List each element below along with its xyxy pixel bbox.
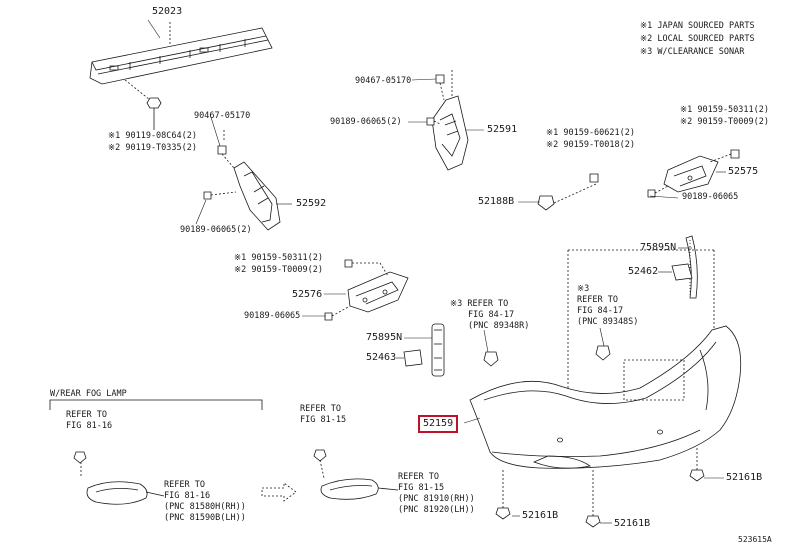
leader-lines (148, 20, 726, 523)
part-label-52161b-3[interactable]: 52161B (726, 472, 763, 483)
rear-fog-ref-2d[interactable]: (PNC 81590B(LH)) (164, 513, 246, 523)
rear-fog-lamp-group-drawing (50, 400, 262, 504)
reflector-ref-2a[interactable]: REFER TO (398, 472, 439, 482)
rear-bumper-reinforcement-drawing (90, 22, 272, 84)
rear-fog-ref-2b[interactable]: FIG 81-16 (164, 491, 211, 501)
bracket-52591-drawing (427, 70, 468, 170)
part-label-90159-c1[interactable]: ※1 90159-50311(2) (234, 253, 324, 263)
diagram-id: 523615A (738, 535, 772, 544)
sonar-right-ref-0: ※3 (577, 284, 590, 294)
reflector-ref-2d[interactable]: (PNC 81920(LH)) (398, 505, 475, 515)
legend-note-3: ※3 W/CLEARANCE SONAR (640, 47, 745, 57)
part-label-90189-r[interactable]: 90189-06065 (682, 192, 739, 202)
part-label-90159-a2[interactable]: ※2 90159-T0018(2) (546, 140, 636, 150)
reflector-ref-2c[interactable]: (PNC 81910(RH)) (398, 494, 475, 504)
part-label-90159-c2[interactable]: ※2 90159-T0009(2) (234, 265, 324, 275)
bracket-52575-drawing (648, 150, 739, 197)
bracket-52576-drawing (325, 260, 408, 320)
part-label-90189-mid[interactable]: 90189-06065(2) (180, 225, 252, 235)
sonar-left-ref-1[interactable]: ※3 REFER TO (450, 299, 509, 309)
part-label-90119-1[interactable]: ※1 90119-08C64(2) (108, 131, 198, 141)
sonar-right-ref-3[interactable]: (PNC 89348S) (577, 317, 639, 327)
sonar-left-ref-2[interactable]: FIG 84-17 (468, 310, 515, 320)
retainer-52188b-drawing (538, 174, 598, 210)
part-label-52462[interactable]: 52462 (628, 266, 659, 277)
rear-fog-ref-2c[interactable]: (PNC 81580H(RH)) (164, 502, 246, 512)
rear-bumper-cover-drawing (470, 250, 741, 468)
part-label-52161b-1[interactable]: 52161B (522, 510, 559, 521)
reflector-ref-1a[interactable]: REFER TO (300, 404, 341, 414)
pad-52463-drawing (404, 350, 422, 366)
bolt-90119-drawing (125, 80, 161, 130)
part-label-90159-r1[interactable]: ※1 90159-50311(2) (680, 105, 770, 115)
part-label-90189-top[interactable]: 90189-06065(2) (330, 117, 402, 127)
legend-note-2: ※2 LOCAL SOURCED PARTS (640, 34, 755, 44)
reflector-ref-1b[interactable]: FIG 81-15 (300, 415, 347, 425)
part-label-75895n-right[interactable]: 75895N (640, 242, 677, 253)
rear-fog-ref-1a[interactable]: REFER TO (66, 410, 107, 420)
clip-52161b-drawing (496, 446, 704, 527)
reflector-ref-2b[interactable]: FIG 81-15 (398, 483, 445, 493)
sonar-retainer-drawing (484, 346, 610, 366)
part-label-90189-c[interactable]: 90189-06065 (244, 311, 301, 321)
garnish-75895n-right-drawing (686, 236, 697, 298)
rear-fog-ref-1b[interactable]: FIG 81-16 (66, 421, 113, 431)
part-label-52161b-2[interactable]: 52161B (614, 518, 651, 529)
garnish-75895n-left-drawing (432, 324, 444, 376)
pad-52462-drawing (672, 264, 692, 280)
part-label-52188b[interactable]: 52188B (478, 196, 515, 207)
part-label-52159-highlighted[interactable]: 52159 (418, 415, 459, 433)
transition-arrow-drawing (262, 483, 296, 501)
part-label-90119-2[interactable]: ※2 90119-T0335(2) (108, 143, 198, 153)
part-label-52592[interactable]: 52592 (296, 198, 327, 209)
part-label-90159-r2[interactable]: ※2 90159-T0009(2) (680, 117, 770, 127)
rear-fog-lamp-title: W/REAR FOG LAMP (50, 389, 127, 399)
part-label-52023[interactable]: 52023 (152, 6, 183, 17)
bracket-52592-drawing (204, 130, 280, 230)
part-label-52591[interactable]: 52591 (487, 124, 518, 135)
sonar-left-ref-3[interactable]: (PNC 89348R) (468, 321, 530, 331)
legend-note-1: ※1 JAPAN SOURCED PARTS (640, 21, 755, 31)
part-label-75895n-left[interactable]: 75895N (366, 332, 403, 343)
part-label-52463[interactable]: 52463 (366, 352, 397, 363)
reflector-group-drawing (314, 450, 398, 499)
rear-fog-ref-2a[interactable]: REFER TO (164, 480, 205, 490)
part-label-90467-mid[interactable]: 90467-05170 (194, 111, 251, 121)
part-label-90467-top[interactable]: 90467-05170 (355, 76, 412, 86)
sonar-right-ref-1[interactable]: REFER TO (577, 295, 618, 305)
part-label-52575[interactable]: 52575 (728, 166, 759, 177)
sonar-right-ref-2[interactable]: FIG 84-17 (577, 306, 624, 316)
part-label-52576[interactable]: 52576 (292, 289, 323, 300)
part-label-90159-a1[interactable]: ※1 90159-60621(2) (546, 128, 636, 138)
